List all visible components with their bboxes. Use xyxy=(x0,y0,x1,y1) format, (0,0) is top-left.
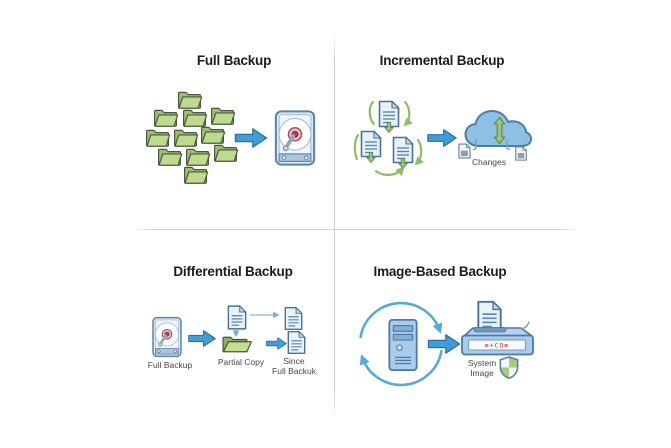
system-image-label: System Image xyxy=(468,358,496,378)
shield-icon xyxy=(499,355,519,380)
thin-arrow-icon xyxy=(250,311,280,319)
differential-backup-title: Differential Backup xyxy=(173,264,293,279)
folder-icon xyxy=(177,91,203,109)
folder-icon xyxy=(200,126,226,144)
document-icon xyxy=(477,300,502,333)
sync-cycle-icon xyxy=(359,301,443,387)
folder-icon xyxy=(157,148,183,166)
right-arrow-icon xyxy=(234,128,268,148)
document-icon xyxy=(284,307,303,330)
document-icon xyxy=(287,331,306,354)
folder-icon xyxy=(210,107,236,125)
folder-cluster-icon xyxy=(145,91,239,184)
full-backup-source-label: Full Backup xyxy=(147,360,193,370)
horizontal-divider xyxy=(133,229,579,230)
since-full-backup-label: Since Full Backuk xyxy=(272,356,316,376)
since-label-line1: Since xyxy=(283,356,305,366)
sync-documents-icon xyxy=(353,100,424,176)
folder-icon xyxy=(182,109,208,127)
full-backup-title: Full Backup xyxy=(196,53,272,68)
since-label-line2: Full Backuk xyxy=(272,366,316,376)
right-arrow-icon xyxy=(427,129,457,147)
down-arrow-icon xyxy=(232,329,240,338)
system-image-line1: System xyxy=(467,358,497,368)
vertical-divider xyxy=(334,35,335,419)
partial-copy-label: Partial Copy xyxy=(217,357,265,367)
backup-device-icon: ≡+CD≡ xyxy=(461,300,534,356)
right-arrow-icon xyxy=(188,330,216,347)
folder-icon xyxy=(145,129,171,147)
computer-tower-icon xyxy=(388,318,418,372)
right-arrow-icon xyxy=(266,337,287,350)
device-panel-text: ≡+CD≡ xyxy=(485,342,510,350)
changes-files-icon xyxy=(458,139,527,161)
folder-icon xyxy=(173,129,199,147)
folder-icon xyxy=(153,109,179,127)
system-image-line2: Image xyxy=(470,368,494,378)
incremental-backup-title: Incremental Backup xyxy=(379,53,505,68)
changes-label: Changes xyxy=(471,157,507,167)
small-document-icon xyxy=(515,146,527,161)
hard-drive-icon xyxy=(274,110,316,166)
document-icon xyxy=(227,305,247,330)
hard-drive-icon xyxy=(152,316,182,358)
right-arrow-icon xyxy=(427,334,461,354)
small-document-icon xyxy=(458,143,471,159)
folder-icon xyxy=(185,148,211,166)
open-folder-icon xyxy=(222,336,252,353)
image-based-backup-title: Image-Based Backup xyxy=(373,264,507,279)
folder-icon xyxy=(183,166,209,184)
